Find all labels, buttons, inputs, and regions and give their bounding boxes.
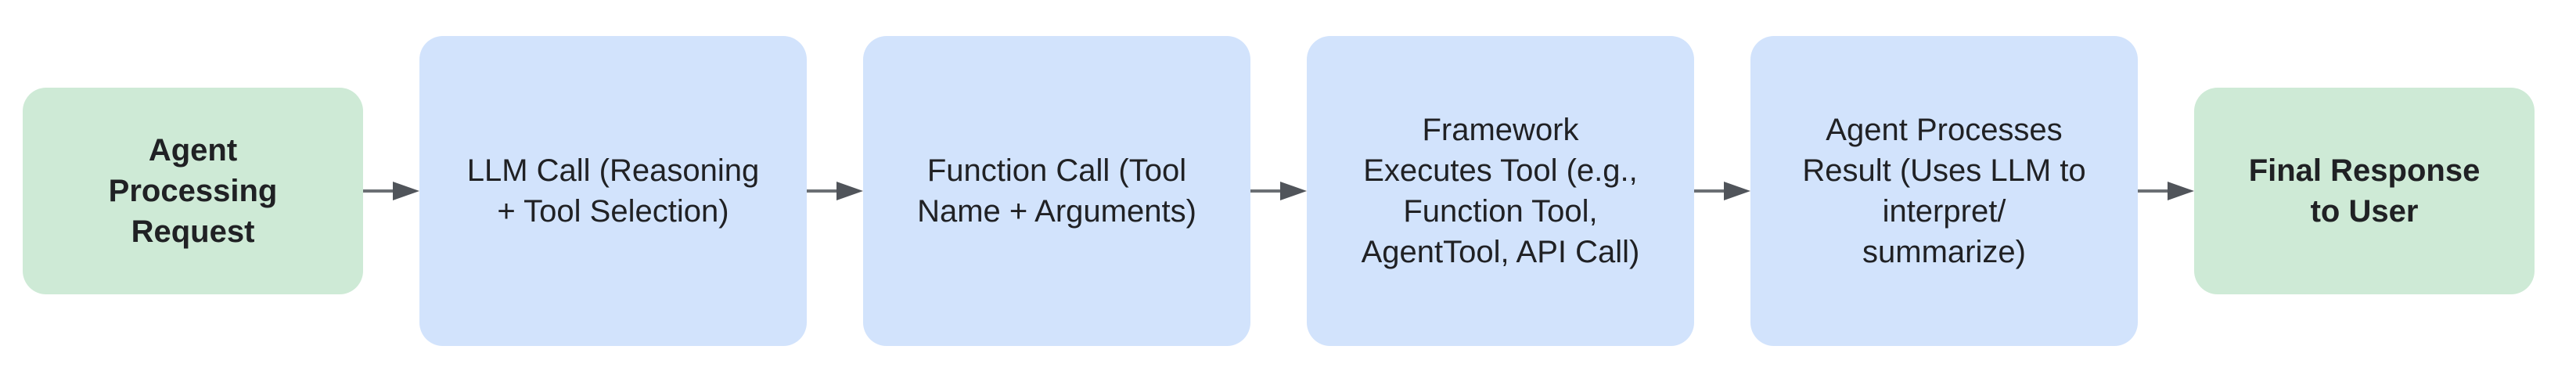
node-label: Agent Processes Result (Uses LLM to inte…: [1802, 113, 2086, 269]
node-llm-call: LLM Call (Reasoning + Tool Selection): [419, 36, 807, 346]
arrow-shaft: [807, 189, 836, 193]
node-framework-executes-tool: Framework Executes Tool (e.g., Function …: [1307, 36, 1694, 346]
arrow-shaft: [363, 189, 393, 193]
node-label: Agent Processing Request: [108, 133, 278, 249]
arrow-head-icon: [393, 182, 419, 200]
arrow-shaft: [1250, 189, 1280, 193]
node-label: Framework Executes Tool (e.g., Function …: [1361, 113, 1640, 269]
arrow-head-icon: [1724, 182, 1750, 200]
flow-arrow-4: [1694, 172, 1750, 210]
arrow-head-icon: [836, 182, 863, 200]
flow-arrow-2: [807, 172, 863, 210]
flow-arrow-1: [363, 172, 419, 210]
node-agent-processes-result: Agent Processes Result (Uses LLM to inte…: [1750, 36, 2138, 346]
arrow-head-icon: [1280, 182, 1307, 200]
arrow-shaft: [2138, 189, 2168, 193]
flow-arrow-3: [1250, 172, 1307, 210]
node-function-call: Function Call (Tool Name + Arguments): [863, 36, 1250, 346]
node-label: Function Call (Tool Name + Arguments): [917, 153, 1196, 229]
node-label: LLM Call (Reasoning + Tool Selection): [466, 153, 760, 229]
node-agent-processing-request: Agent Processing Request: [23, 88, 363, 294]
arrow-shaft: [1694, 189, 1724, 193]
flow-arrow-5: [2138, 172, 2194, 210]
arrow-head-icon: [2168, 182, 2194, 200]
node-final-response-to-user: Final Response to User: [2194, 88, 2535, 294]
node-label: Final Response to User: [2248, 153, 2481, 229]
